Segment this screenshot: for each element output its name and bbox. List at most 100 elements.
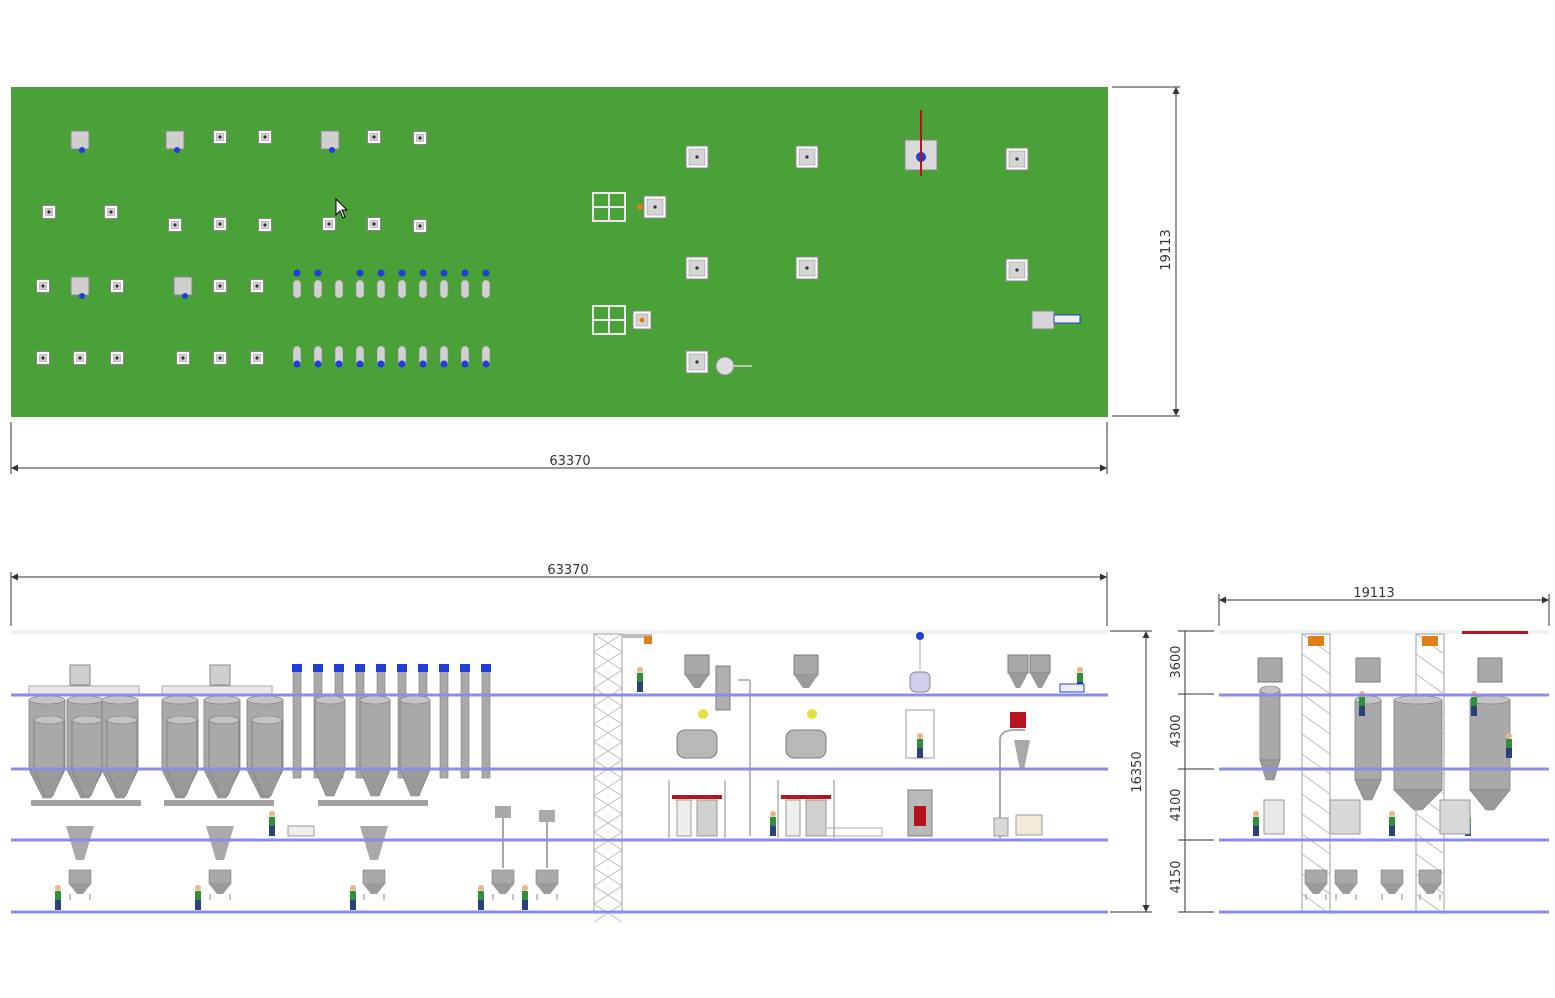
floor-line-1 (11, 693, 1108, 697)
lattice-tower (593, 633, 652, 923)
tall-silo (292, 667, 302, 779)
worker-shirt (55, 891, 61, 900)
worker-pants (55, 900, 61, 910)
small-silo-valve (293, 269, 301, 277)
hopper-outlet (418, 224, 422, 228)
worker-pants (770, 826, 776, 836)
hopper-body (362, 869, 386, 885)
mouse-pointer-icon (335, 197, 349, 219)
worker-shirt (269, 817, 275, 826)
hopper-cone (1419, 884, 1441, 894)
hopper-outlet (78, 356, 82, 360)
plan-hopper (258, 130, 272, 144)
hopper-outlet (805, 155, 809, 159)
silo-body (1259, 689, 1281, 761)
plan-small-silo (481, 345, 491, 368)
worker-shirt (1359, 697, 1365, 706)
feed-hopper (1029, 654, 1051, 674)
side-floor-line-2 (1219, 767, 1549, 771)
worker-head (1077, 667, 1083, 673)
worker-shirt (770, 817, 776, 826)
hoist (1308, 636, 1324, 646)
tower-brace (593, 705, 623, 725)
hopper-outlet (218, 356, 222, 360)
side-beam (1462, 631, 1528, 634)
mixer-motor (807, 709, 817, 719)
reactor (905, 632, 935, 837)
top-platform (28, 685, 140, 695)
plan-small-silo (397, 345, 407, 368)
silo-top (66, 695, 104, 705)
worker-pants (1506, 748, 1512, 758)
tower-brace (593, 669, 623, 689)
plan-hopper (213, 279, 227, 293)
plan-small-silo (418, 345, 428, 368)
small-silo-valve (398, 269, 406, 277)
plan-hopper (795, 256, 819, 280)
plan-small-silo (460, 345, 470, 368)
feed-hopper (684, 654, 710, 676)
hopper-outlet (41, 284, 45, 288)
hopper-outlet (218, 284, 222, 288)
small-silo-body (418, 279, 428, 299)
tower-brace (1301, 673, 1331, 695)
plan-hopper (685, 256, 709, 280)
hopper-outlet (372, 222, 376, 226)
plan-hopper (213, 217, 227, 231)
tower-brace (1301, 733, 1331, 755)
tower-brace (1301, 713, 1331, 735)
transfer-cone (360, 826, 388, 860)
small-silo-body (292, 279, 302, 299)
worker-pants (350, 900, 356, 910)
silo-cone (359, 769, 391, 797)
plan-hopper (213, 130, 227, 144)
tall-silo-cap (376, 664, 386, 672)
side-container (1263, 799, 1285, 835)
hopper-outlet (115, 356, 119, 360)
plan-depth-dimension: 19113 (1112, 86, 1180, 417)
plan-hopper (367, 217, 381, 231)
plan-rack (592, 305, 626, 335)
silo-valve (174, 147, 180, 153)
hopper-outlet (695, 155, 699, 159)
level-height-2: 4300 (1169, 714, 1184, 747)
plan-equipment (36, 110, 1081, 376)
small-silo-valve (377, 360, 385, 368)
tower-brace (1301, 793, 1331, 815)
process-line (668, 654, 726, 838)
tower-brace (593, 741, 623, 761)
small-silo-valve (440, 360, 448, 368)
worker-head (478, 885, 484, 891)
plan-hopper (1005, 147, 1029, 171)
front-width-label: 63370 (547, 563, 588, 578)
plan-depth-label: 19113 (1159, 229, 1174, 270)
hopper-outlet (173, 223, 177, 227)
small-silo-valve (377, 269, 385, 277)
tall-silo-cap (292, 664, 302, 672)
hopper-cone (1305, 884, 1327, 894)
side-floor-line-4 (1219, 910, 1549, 914)
tower-brace (1301, 773, 1331, 795)
cart (1059, 683, 1085, 693)
tall-silo-group (292, 664, 491, 910)
hopper-outlet (1015, 157, 1019, 161)
worker-head (1389, 811, 1395, 817)
plan-silo (320, 130, 340, 153)
plan-cyclone (715, 356, 735, 376)
hopper-outlet (263, 223, 267, 227)
screw-conveyor (318, 800, 428, 806)
silo-body (166, 719, 198, 771)
plan-small-silo (460, 269, 470, 299)
plan-small-silo (313, 345, 323, 368)
feed-cone (1030, 673, 1050, 688)
hopper-cone (69, 884, 91, 894)
side-roof-line (1219, 630, 1549, 634)
worker-head (770, 811, 776, 817)
tower-brace (593, 849, 623, 869)
plan-hopper (258, 218, 272, 232)
silo-valve (182, 293, 188, 299)
floor-line-4 (11, 910, 1108, 914)
small-silo-valve (293, 360, 301, 368)
tower-brace (593, 633, 623, 653)
tall-silo-cap (439, 664, 449, 672)
